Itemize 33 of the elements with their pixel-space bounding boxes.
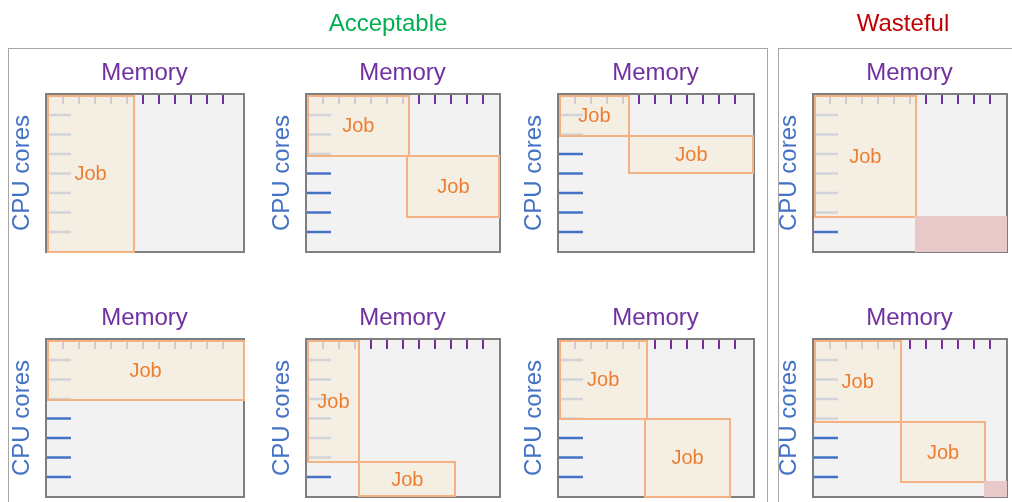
job-box: Job bbox=[406, 155, 501, 219]
axis-label: CPU cores bbox=[518, 359, 547, 476]
group-title: Acceptable bbox=[328, 9, 448, 37]
job-box: Job bbox=[46, 94, 135, 253]
axis-label: CPU cores bbox=[266, 114, 295, 231]
axis-label: Memory bbox=[101, 301, 188, 332]
axis-label: Memory bbox=[866, 301, 953, 332]
job-box: Job bbox=[813, 339, 902, 423]
axis-label: CPU cores bbox=[266, 359, 295, 476]
job-box: Job bbox=[306, 94, 411, 158]
job-box: Job bbox=[813, 94, 918, 219]
job-box: Job bbox=[558, 339, 648, 420]
axis-label: Memory bbox=[359, 56, 446, 87]
job-box: Job bbox=[643, 417, 732, 498]
axis-label: Memory bbox=[359, 301, 446, 332]
axis-label: CPU cores bbox=[773, 359, 802, 476]
wasted-area bbox=[915, 216, 1008, 253]
job-box: Job bbox=[558, 94, 631, 138]
group-title: Wasteful bbox=[856, 9, 950, 37]
wasted-area bbox=[984, 481, 1008, 498]
job-box: Job bbox=[628, 135, 755, 175]
axis-label: Memory bbox=[866, 56, 953, 87]
axis-label: Memory bbox=[612, 301, 699, 332]
axis-label: CPU cores bbox=[518, 114, 547, 231]
job-box: Job bbox=[358, 461, 457, 498]
axis-label: Memory bbox=[612, 56, 699, 87]
axis-label: CPU cores bbox=[773, 114, 802, 231]
job-box: Job bbox=[899, 420, 987, 484]
job-box: Job bbox=[306, 339, 361, 464]
axis-label: CPU cores bbox=[6, 359, 35, 476]
axis-label: Memory bbox=[101, 56, 188, 87]
job-box: Job bbox=[46, 339, 245, 401]
axis-label: CPU cores bbox=[6, 114, 35, 231]
